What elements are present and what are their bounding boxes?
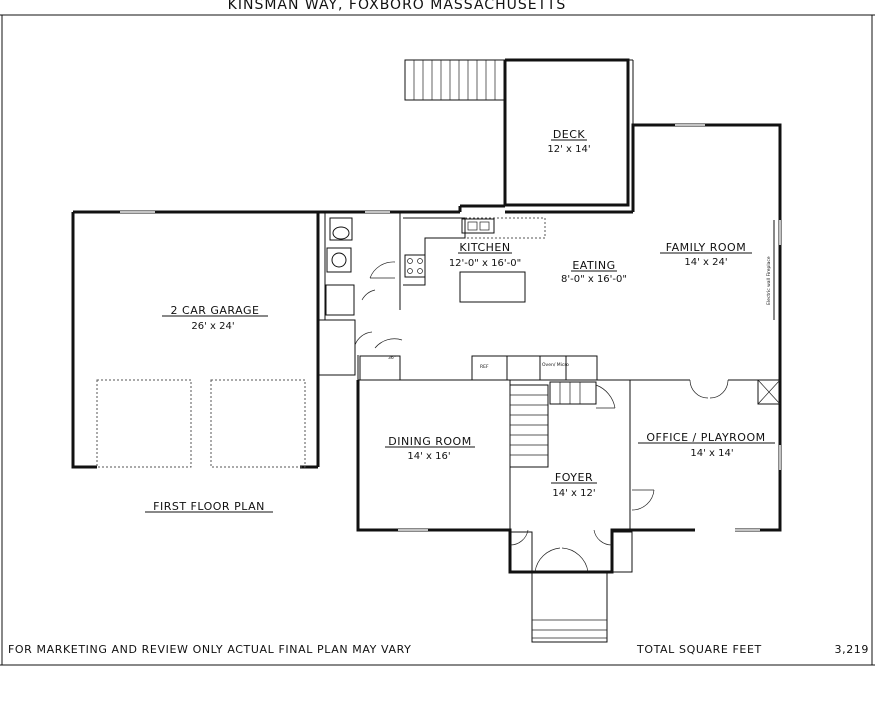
- deck-dim: 12' x 14': [547, 144, 590, 155]
- dining-room-name: DINING ROOM: [388, 435, 471, 448]
- disclaimer-text: FOR MARKETING AND REVIEW ONLY ACTUAL FIN…: [8, 643, 411, 656]
- front-entry: [509, 529, 633, 573]
- plan-label: FIRST FLOOR PLAN: [153, 500, 265, 513]
- kitchen-name: KITCHEN: [459, 241, 510, 254]
- family-room-name: FAMILY ROOM: [666, 241, 746, 254]
- office-name: OFFICE / PLAYROOM: [646, 431, 765, 444]
- garage-name: 2 CAR GARAGE: [171, 304, 260, 317]
- total-sqft-label: TOTAL SQUARE FEET: [636, 643, 762, 656]
- half-bath-fixtures: [325, 217, 396, 316]
- window-marks: [120, 124, 781, 531]
- eating-name: EATING: [572, 259, 615, 272]
- eating-dim: 8'-0" x 16'-0": [561, 274, 627, 285]
- foyer-name: FOYER: [555, 471, 593, 484]
- total-sqft-value: 3,219: [835, 643, 870, 656]
- office-door: [631, 489, 655, 511]
- mudroom-closet: 36": [317, 319, 403, 381]
- bench-label: 36": [388, 355, 396, 361]
- family-room-dim: 14' x 24': [684, 257, 727, 268]
- garage-doors: [96, 379, 306, 468]
- ref-oven-counter: REF Oven/ Micro: [471, 355, 598, 381]
- main-stairs: [509, 381, 616, 468]
- deck-name: DECK: [553, 128, 586, 141]
- sheet-title: KINSMAN WAY, FOXBORO MASSACHUSETTS: [228, 0, 567, 13]
- kitchen-dim: 12'-0" x 16'-0": [449, 258, 521, 269]
- sheet-frame: [0, 14, 875, 666]
- oven-label: Oven/ Micro: [542, 362, 569, 368]
- foyer-dim: 14' x 12': [552, 488, 595, 499]
- deck-stairs: [404, 59, 506, 101]
- office-dim: 14' x 14': [690, 448, 733, 459]
- garage-dim: 26' x 24': [191, 321, 234, 332]
- family-room-details: Electric wall Fireplace: [689, 220, 781, 405]
- dining-room-dim: 14' x 16': [407, 451, 450, 462]
- front-steps: [531, 571, 608, 643]
- kitchen-counters: [403, 217, 546, 303]
- fireplace-label: Electric wall Fireplace: [766, 256, 772, 305]
- ref-label: REF: [480, 364, 489, 370]
